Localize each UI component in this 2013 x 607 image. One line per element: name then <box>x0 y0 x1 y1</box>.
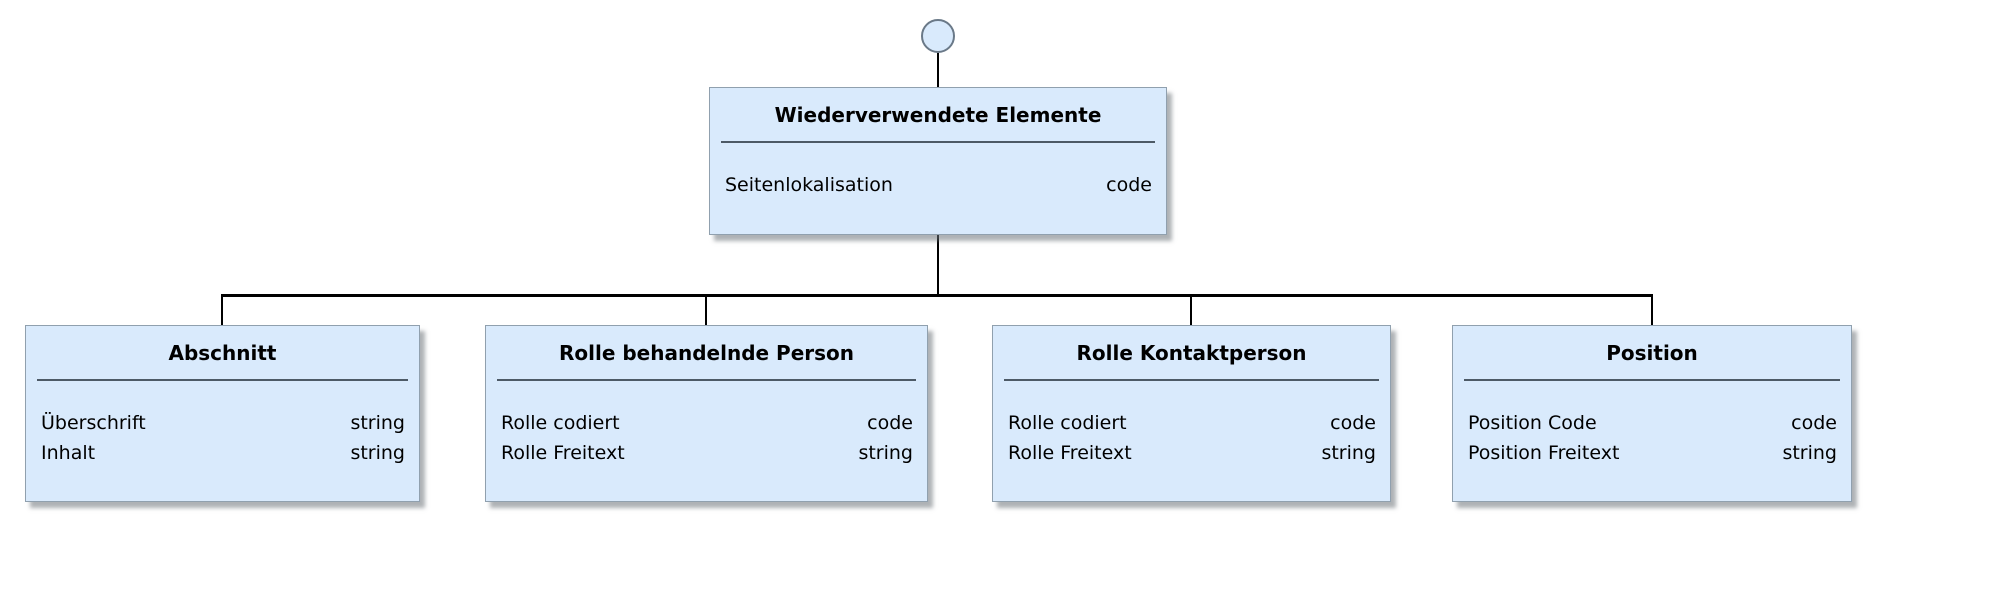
class-title: Position <box>1606 341 1698 365</box>
connector-drop-rolle-kontaktperson <box>1190 296 1192 326</box>
attribute-name: Rolle Freitext <box>1008 442 1132 464</box>
attribute-row: Position Freitext string <box>1468 438 1837 468</box>
attribute-name: Position Code <box>1468 412 1597 434</box>
class-title: Wiederverwendete Elemente <box>774 103 1102 127</box>
connector-root-to-bar <box>937 234 939 295</box>
attribute-type: code <box>1106 174 1152 196</box>
attribute-name: Rolle Freitext <box>501 442 625 464</box>
attribute-row: Seitenlokalisation code <box>725 170 1152 200</box>
class-box-abschnitt: Abschnitt Überschrift string Inhalt stri… <box>25 325 420 502</box>
attribute-type: string <box>350 442 405 464</box>
class-separator <box>1004 379 1379 381</box>
class-title: Rolle behandelnde Person <box>558 341 855 365</box>
attribute-row: Rolle codiert code <box>501 408 913 438</box>
attribute-name: Rolle codiert <box>1008 412 1127 434</box>
connector-circle-to-root <box>937 53 939 88</box>
attribute-type: string <box>1782 442 1837 464</box>
attribute-type: string <box>350 412 405 434</box>
class-title: Rolle Kontaktperson <box>1076 341 1307 365</box>
attribute-type: string <box>1321 442 1376 464</box>
class-separator <box>37 379 408 381</box>
class-attributes: Überschrift string Inhalt string <box>26 381 419 468</box>
attribute-name: Seitenlokalisation <box>725 174 893 196</box>
class-separator <box>1464 379 1840 381</box>
class-box-position: Position Position Code code Position Fre… <box>1452 325 1852 502</box>
attribute-row: Überschrift string <box>41 408 405 438</box>
connector-horizontal-bar <box>221 294 1653 297</box>
attribute-row: Inhalt string <box>41 438 405 468</box>
attribute-type: code <box>1791 412 1837 434</box>
class-separator <box>497 379 916 381</box>
class-attributes: Rolle codiert code Rolle Freitext string <box>486 381 927 468</box>
attribute-type: code <box>1330 412 1376 434</box>
attribute-row: Rolle Freitext string <box>1008 438 1376 468</box>
class-separator <box>721 141 1155 143</box>
attribute-row: Rolle Freitext string <box>501 438 913 468</box>
class-attributes: Rolle codiert code Rolle Freitext string <box>993 381 1390 468</box>
class-box-rolle-kontaktperson: Rolle Kontaktperson Rolle codiert code R… <box>992 325 1391 502</box>
interface-circle-icon <box>921 19 955 53</box>
connector-drop-abschnitt <box>221 296 223 326</box>
class-attributes: Position Code code Position Freitext str… <box>1453 381 1851 468</box>
class-box-wiederverwendete-elemente: Wiederverwendete Elemente Seitenlokalisa… <box>709 87 1167 235</box>
attribute-name: Rolle codiert <box>501 412 620 434</box>
class-title: Abschnitt <box>168 341 277 365</box>
attribute-name: Inhalt <box>41 442 96 464</box>
attribute-name: Position Freitext <box>1468 442 1620 464</box>
connector-drop-rolle-behandelnde-person <box>705 296 707 326</box>
attribute-type: code <box>867 412 913 434</box>
class-attributes: Seitenlokalisation code <box>710 143 1166 200</box>
attribute-type: string <box>858 442 913 464</box>
class-box-rolle-behandelnde-person: Rolle behandelnde Person Rolle codiert c… <box>485 325 928 502</box>
attribute-row: Position Code code <box>1468 408 1837 438</box>
attribute-name: Überschrift <box>41 412 146 434</box>
attribute-row: Rolle codiert code <box>1008 408 1376 438</box>
connector-drop-position <box>1651 296 1653 326</box>
